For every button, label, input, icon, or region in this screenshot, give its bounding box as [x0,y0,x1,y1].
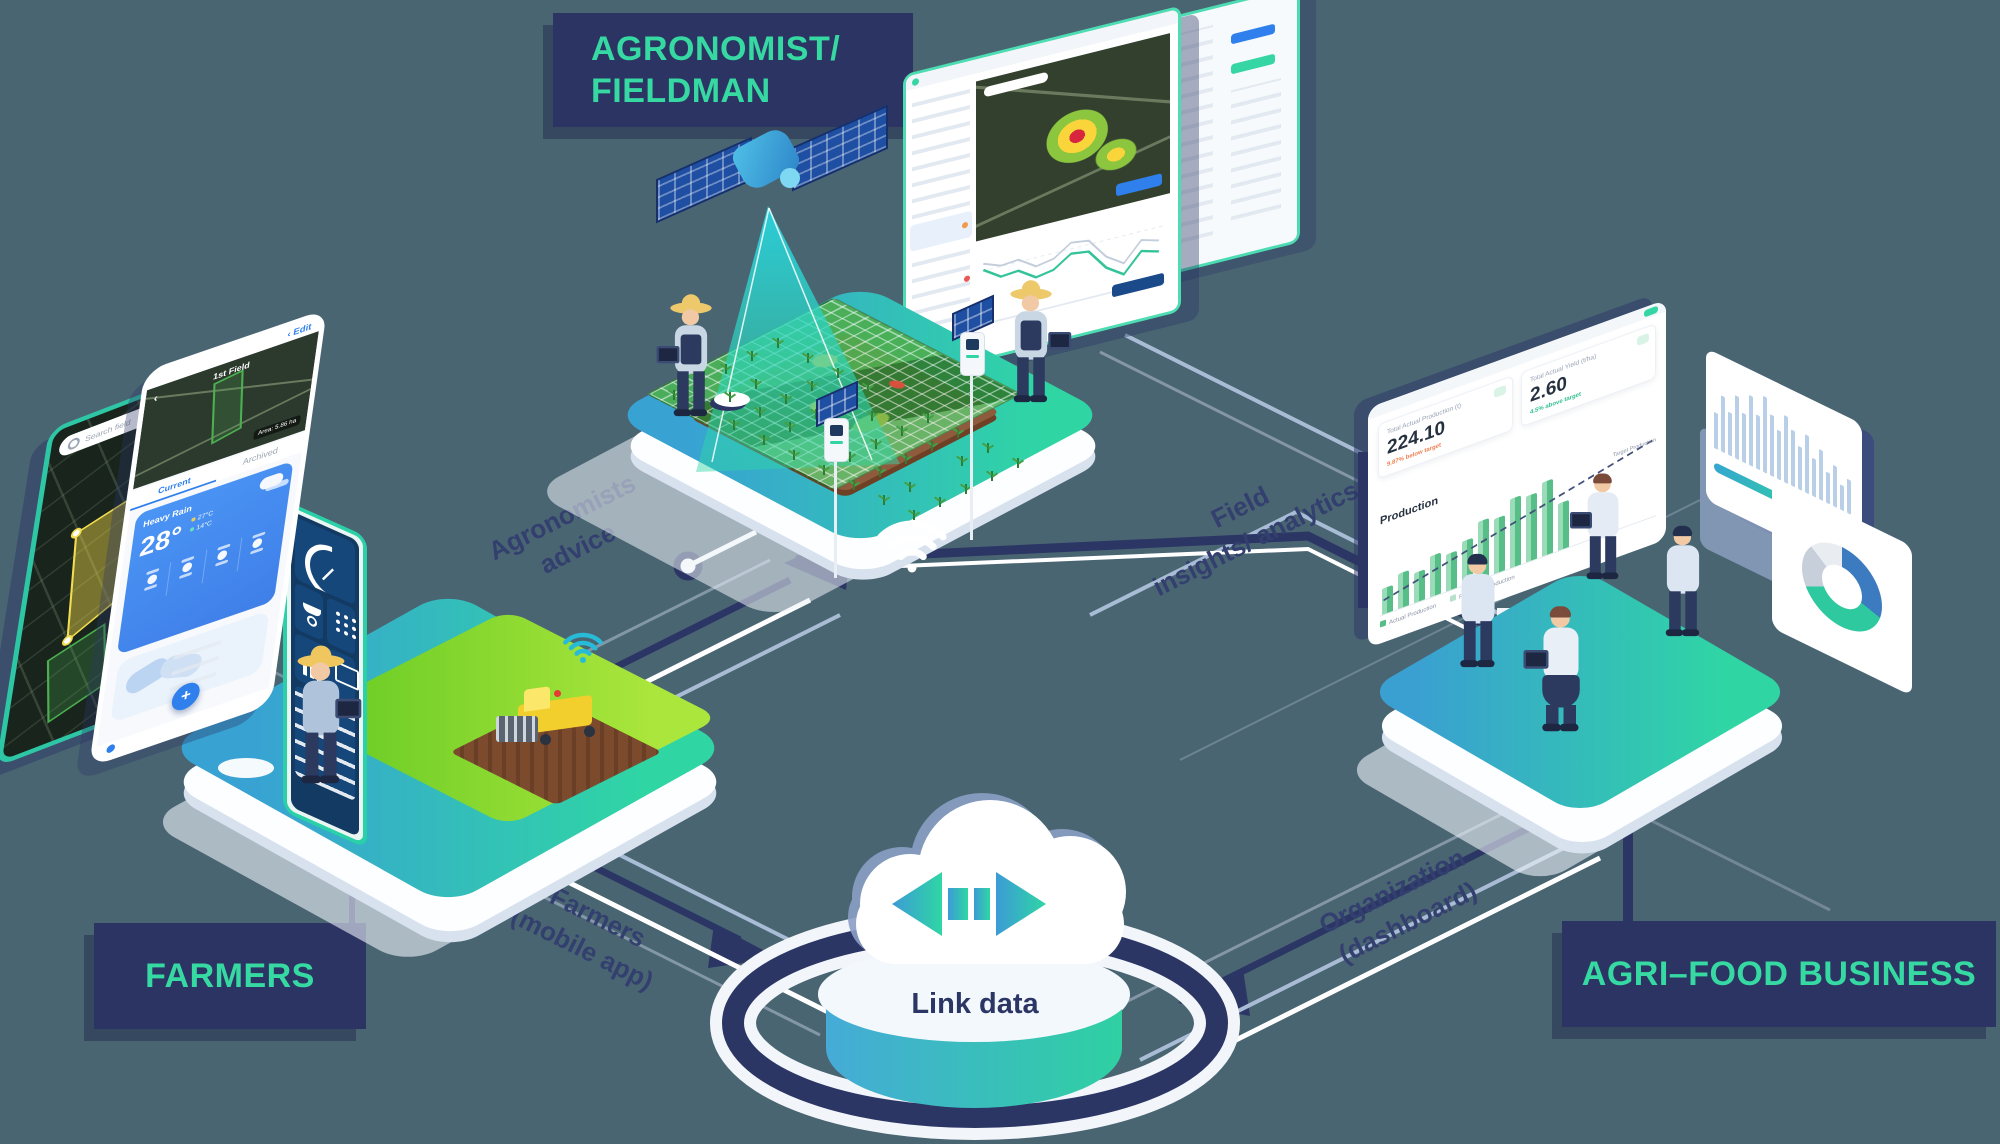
agronomist-woman [656,294,718,427]
beacon-light-icon [554,690,561,697]
cloud-label: Link data [911,988,1039,1020]
platform-marker [218,758,274,778]
field-map-header[interactable]: ‹ 1st Field Area: 5.86 ha [133,331,319,490]
search-icon [67,435,81,451]
weather-app-phone: ‹ Edit ‹ 1st Field Area: 5.86 ha Current… [88,308,328,768]
business-woman-center [1523,600,1590,738]
platform-marker [714,392,750,407]
label-farmers: FARMERS [94,923,366,1029]
farmer-boy-phone [291,645,362,795]
monitor-line-chart [976,199,1170,348]
tool-tile-wheelbarrow[interactable] [295,582,323,642]
agronomist-man [1005,280,1072,413]
business-woman-tablet [1570,468,1629,589]
tool-tile-menu[interactable] [327,596,355,656]
business-man-right [1657,520,1710,647]
dots-grid-icon [336,610,340,617]
monitor-front-field-map [903,5,1181,381]
business-man-back [1451,548,1505,678]
home-icon[interactable] [105,743,116,755]
wifi-icon [864,520,960,616]
label-agrifood-business: AGRI–FOOD BUSINESS [1562,921,1996,1027]
cloud-icon [848,793,1126,964]
label-agronomist-fieldman: AGRONOMIST/FIELDMAN [553,13,913,127]
bidirectional-arrows-icon [892,872,1046,936]
